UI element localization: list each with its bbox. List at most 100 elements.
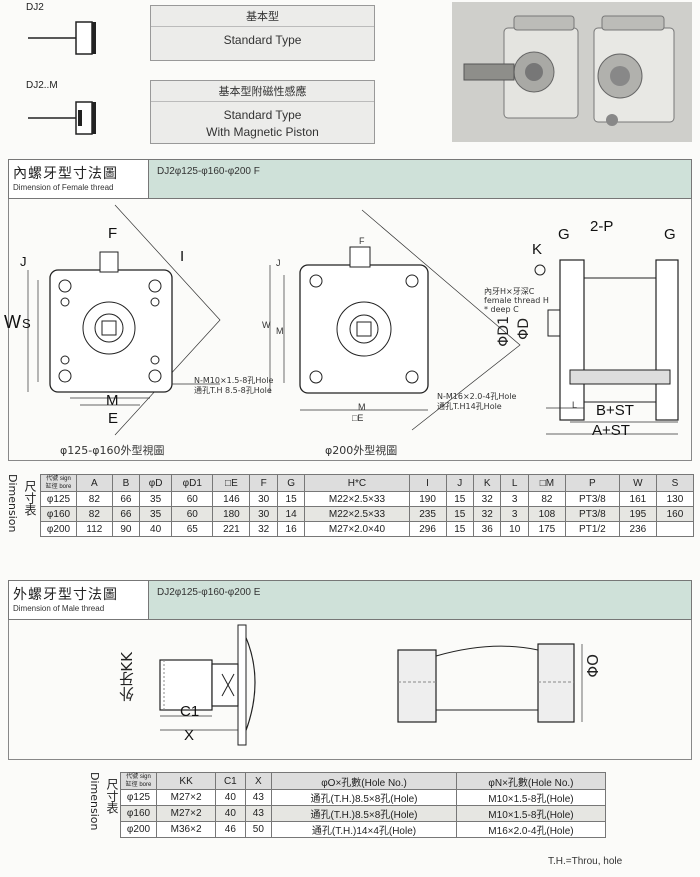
- table-cell: 10: [500, 521, 529, 537]
- male-header: 外螺牙型寸法圖 Dimension of Male thread DJ2φ125…: [8, 580, 692, 620]
- col-l: L: [500, 474, 529, 492]
- dim-g-left: G: [558, 226, 570, 243]
- table-cell: 82: [527, 491, 566, 507]
- female-table-side-en: Dimension: [6, 474, 19, 533]
- dim-small-j: J: [276, 258, 281, 268]
- table-cell: PT3/8: [564, 506, 620, 522]
- dim-c1: C1: [180, 703, 200, 720]
- table-cell: 35: [139, 491, 173, 507]
- table-cell: M10×1.5-8孔(Hole): [455, 805, 607, 822]
- male-table-side-cn: 尺寸表: [105, 778, 119, 814]
- table-cell: 160: [655, 506, 695, 522]
- male-rod-view: [159, 624, 256, 746]
- female-title-en: Dimension of Female thread: [13, 183, 114, 192]
- table-cell: 32: [472, 491, 502, 507]
- dim-2p: 2-P: [590, 218, 614, 235]
- table-cell: 32: [249, 521, 278, 537]
- col-o: φO×孔數(Hole No.): [271, 772, 457, 790]
- dim-bst: B+ST: [596, 402, 634, 419]
- dim-s: S: [22, 316, 31, 331]
- row-bore: φ160: [40, 506, 77, 522]
- female-title-cn: 內螺牙型寸法圖: [13, 166, 118, 182]
- row-bore: φ125: [120, 789, 157, 806]
- table-cell: 40: [215, 789, 246, 806]
- table-cell: 14: [276, 506, 306, 522]
- table-cell: 60: [171, 491, 214, 507]
- table-cell: 146: [212, 491, 251, 507]
- male-table-side-en: Dimension: [88, 772, 101, 831]
- dim-k: K: [532, 241, 543, 258]
- col-a: A: [76, 474, 113, 492]
- product-photo: [452, 2, 692, 142]
- label-large-view: φ200外型視圖: [325, 444, 398, 457]
- col-x: X: [244, 772, 273, 790]
- dim-l: L: [572, 400, 578, 410]
- col-g: G: [276, 474, 306, 492]
- table-cell: 43: [244, 805, 273, 822]
- row-bore: φ125: [40, 491, 77, 507]
- col-kk: KK: [155, 772, 217, 790]
- table-cell: 通孔(T.H.)14×4孔(Hole): [271, 821, 457, 838]
- note-thread-c1: 內牙H×牙深C: [484, 287, 535, 296]
- table-cell: 40: [215, 805, 246, 822]
- table-cell: 195: [618, 506, 657, 522]
- col-d: φD: [139, 474, 173, 492]
- female-header: 內螺牙型寸法圖 Dimension of Female thread DJ2φ1…: [8, 159, 692, 199]
- dim-j: J: [20, 254, 27, 269]
- col-hc: H*C: [304, 474, 410, 492]
- table-cell: 65: [171, 521, 214, 537]
- table-cell: M27×2: [155, 789, 217, 806]
- table-cell: 221: [212, 521, 251, 537]
- male-title-en: Dimension of Male thread: [13, 604, 105, 613]
- table-cell: 40: [139, 521, 173, 537]
- table-cell: 15: [445, 491, 475, 507]
- male-section-view: [397, 643, 583, 723]
- note-thread-c2: female thread H: [484, 296, 549, 305]
- table-cell: M27×2: [155, 805, 217, 822]
- dim-d1: ΦD1: [496, 316, 512, 347]
- table-cell: 15: [445, 506, 475, 522]
- table-cell: 175: [527, 521, 566, 537]
- dim-x: X: [184, 727, 195, 744]
- variant-dj2m-label: 基本型附磁性感應 Standard Type With Magnetic Pis…: [150, 80, 375, 144]
- table-cell: 3: [500, 506, 529, 522]
- table-cell: 190: [408, 491, 447, 507]
- table-cell: 235: [408, 506, 447, 522]
- female-front-view-large: [269, 209, 521, 431]
- table-cell: 112: [76, 521, 113, 537]
- col-p: P: [564, 474, 620, 492]
- table-cell: 296: [408, 521, 447, 537]
- variant-dj2-label: 基本型 Standard Type: [150, 5, 375, 61]
- dim-w: W: [4, 312, 21, 332]
- female-table-side-cn: 尺寸表: [23, 480, 37, 516]
- col-f: F: [249, 474, 278, 492]
- table-cell: 30: [249, 491, 278, 507]
- table-cell: PT1/2: [564, 521, 620, 537]
- col-j: J: [445, 474, 475, 492]
- cylinder-icon: [28, 21, 96, 55]
- note-hole-a1: N-M10×1.5-8孔Hole: [194, 376, 274, 385]
- table-cell: M16×2.0-4孔(Hole): [455, 821, 607, 838]
- dim-small-w: W: [262, 320, 271, 330]
- dim-small-f: F: [359, 236, 365, 246]
- col-m: □M: [527, 474, 566, 492]
- table-cell: M27×2.0×40: [304, 521, 410, 537]
- col-w: W: [618, 474, 657, 492]
- table-cell: 50: [244, 821, 273, 838]
- table-cell: M22×2.5×33: [304, 491, 410, 507]
- dim-e: E: [108, 410, 119, 427]
- table-cell: 82: [76, 491, 113, 507]
- table-cell: M22×2.5×33: [304, 506, 410, 522]
- col-n: φN×孔數(Hole No.): [455, 772, 607, 790]
- col-e: □E: [212, 474, 251, 492]
- row-bore: φ200: [40, 521, 77, 537]
